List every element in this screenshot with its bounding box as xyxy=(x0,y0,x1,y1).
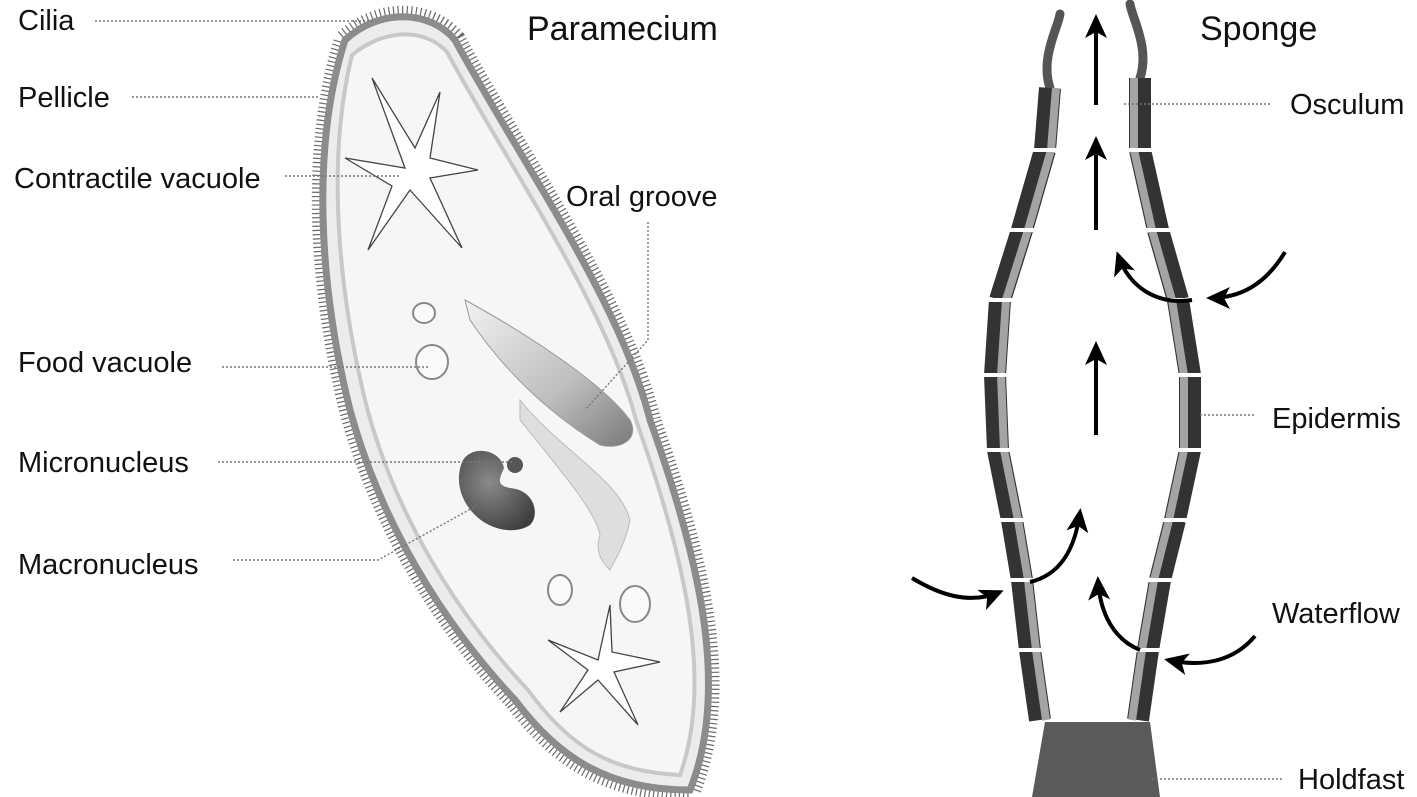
sponge-title: Sponge xyxy=(1200,10,1317,48)
label-oral-groove: Oral groove xyxy=(566,181,718,213)
osculum-rim xyxy=(1130,4,1143,78)
label-pellicle: Pellicle xyxy=(18,82,110,114)
label-micronucleus: Micronucleus xyxy=(18,447,189,479)
label-cilia: Cilia xyxy=(18,5,75,37)
label-epidermis: Epidermis xyxy=(1272,403,1401,435)
epidermis-inner-layer xyxy=(1001,375,1004,450)
food-vacuole xyxy=(416,345,448,379)
micronucleus-shape xyxy=(507,457,523,473)
label-food-vacuole: Food vacuole xyxy=(18,347,192,379)
epidermis-inner-layer xyxy=(1001,300,1006,375)
food-vacuole xyxy=(413,303,435,323)
label-macronucleus: Macronucleus xyxy=(18,549,199,581)
paramecium-title: Paramecium xyxy=(527,10,718,48)
osculum-rim xyxy=(1047,14,1060,88)
food-vacuole xyxy=(548,575,572,605)
epidermis-inner-layer xyxy=(1051,88,1056,150)
food-vacuole xyxy=(620,586,650,622)
label-osculum: Osculum xyxy=(1290,89,1404,121)
sponge-drawing xyxy=(981,4,1204,797)
waterflow-arrows xyxy=(912,18,1285,663)
label-holdfast: Holdfast xyxy=(1298,764,1404,796)
label-contractile-vacuole: Contractile vacuole xyxy=(14,163,261,195)
paramecium-drawing xyxy=(323,17,709,790)
holdfast-shape xyxy=(1032,722,1160,797)
label-waterflow: Waterflow xyxy=(1272,598,1401,630)
